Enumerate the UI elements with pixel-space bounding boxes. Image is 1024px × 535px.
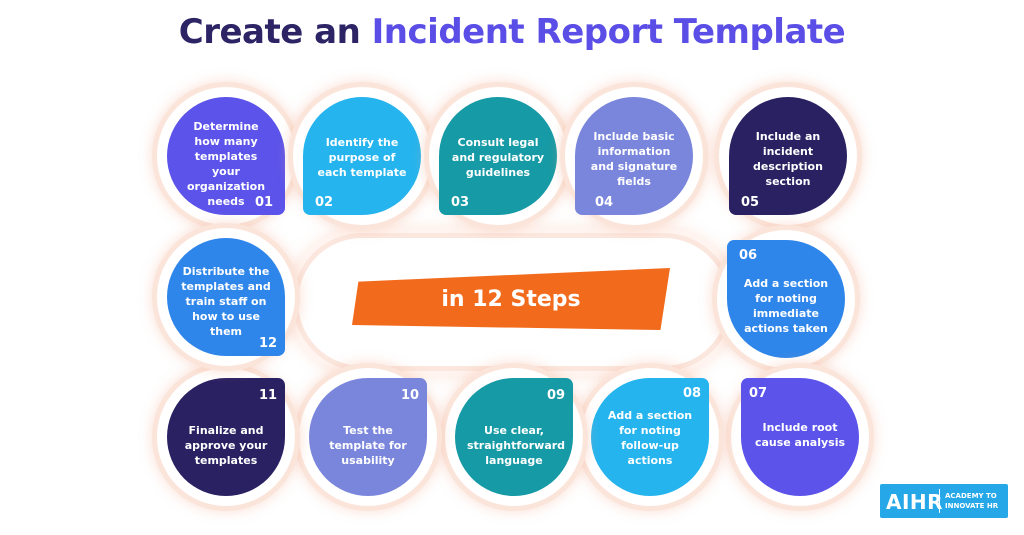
title-part-1: Create an [178,12,361,52]
logo-divider [939,489,940,513]
step-12-text: Distribute the templates and train staff… [181,265,271,338]
step-08-text: Add a section for noting follow-up actio… [607,409,693,467]
step-03-text: Consult legal and regulatory guidelines [451,136,545,179]
step-09-number: 09 [547,388,566,403]
step-05-number: 05 [741,195,760,210]
step-11-number: 11 [259,388,278,403]
center-label: in 12 Steps [441,286,581,312]
step-03-number: 03 [451,195,470,210]
step-10: Test the template for usability 10 [299,368,437,506]
step-10-text: Test the template for usability [329,424,407,467]
step-08: Add a section for noting follow-up actio… [581,368,719,506]
logo-tagline-line1: ACADEMY TO [945,492,997,500]
step-04: Include basic information and signature … [565,87,703,225]
step-06-number: 06 [739,248,758,263]
step-01-number: 01 [255,195,274,210]
step-05-text: Include an incident description section [753,130,823,188]
step-11-text: Finalize and approve your templates [184,424,268,467]
step-10-number: 10 [401,388,420,403]
step-11: Finalize and approve your templates 11 [157,368,295,506]
aihr-logo: AIHR ACADEMY TO INNOVATE HR [880,484,1008,518]
step-01: Determine how many templates your organi… [157,87,295,225]
step-06: Add a section for noting immediate actio… [717,230,855,368]
step-08-number: 08 [683,386,702,401]
step-07-number: 07 [749,386,768,401]
step-09: Use clear, straightforward language 09 [445,368,583,506]
step-02: Identify the purpose of each template 02 [293,87,431,225]
step-05: Include an incident description section … [719,87,857,225]
step-12: Distribute the templates and train staff… [157,228,295,366]
step-07-text: Include root cause analysis [754,421,846,449]
step-02-number: 02 [315,195,334,210]
page-title: Create an Incident Report Template [0,12,1024,52]
step-12-number: 12 [259,336,278,351]
step-02-text: Identify the purpose of each template [317,136,407,179]
step-06-text: Add a section for noting immediate actio… [743,277,829,335]
title-part-2: Incident Report Template [371,12,846,52]
step-04-text: Include basic information and signature … [590,130,678,188]
step-09-text: Use clear, straightforward language [467,424,566,467]
logo-brand: AIHR [886,490,944,514]
logo-tagline-line2: INNOVATE HR [945,502,999,510]
step-03: Consult legal and regulatory guidelines … [429,87,567,225]
step-07: Include root cause analysis 07 [731,368,869,506]
step-01-text: Determine how many templates your organi… [186,120,266,208]
step-04-number: 04 [595,195,614,210]
logo-tagline: ACADEMY TO INNOVATE HR [945,491,998,511]
